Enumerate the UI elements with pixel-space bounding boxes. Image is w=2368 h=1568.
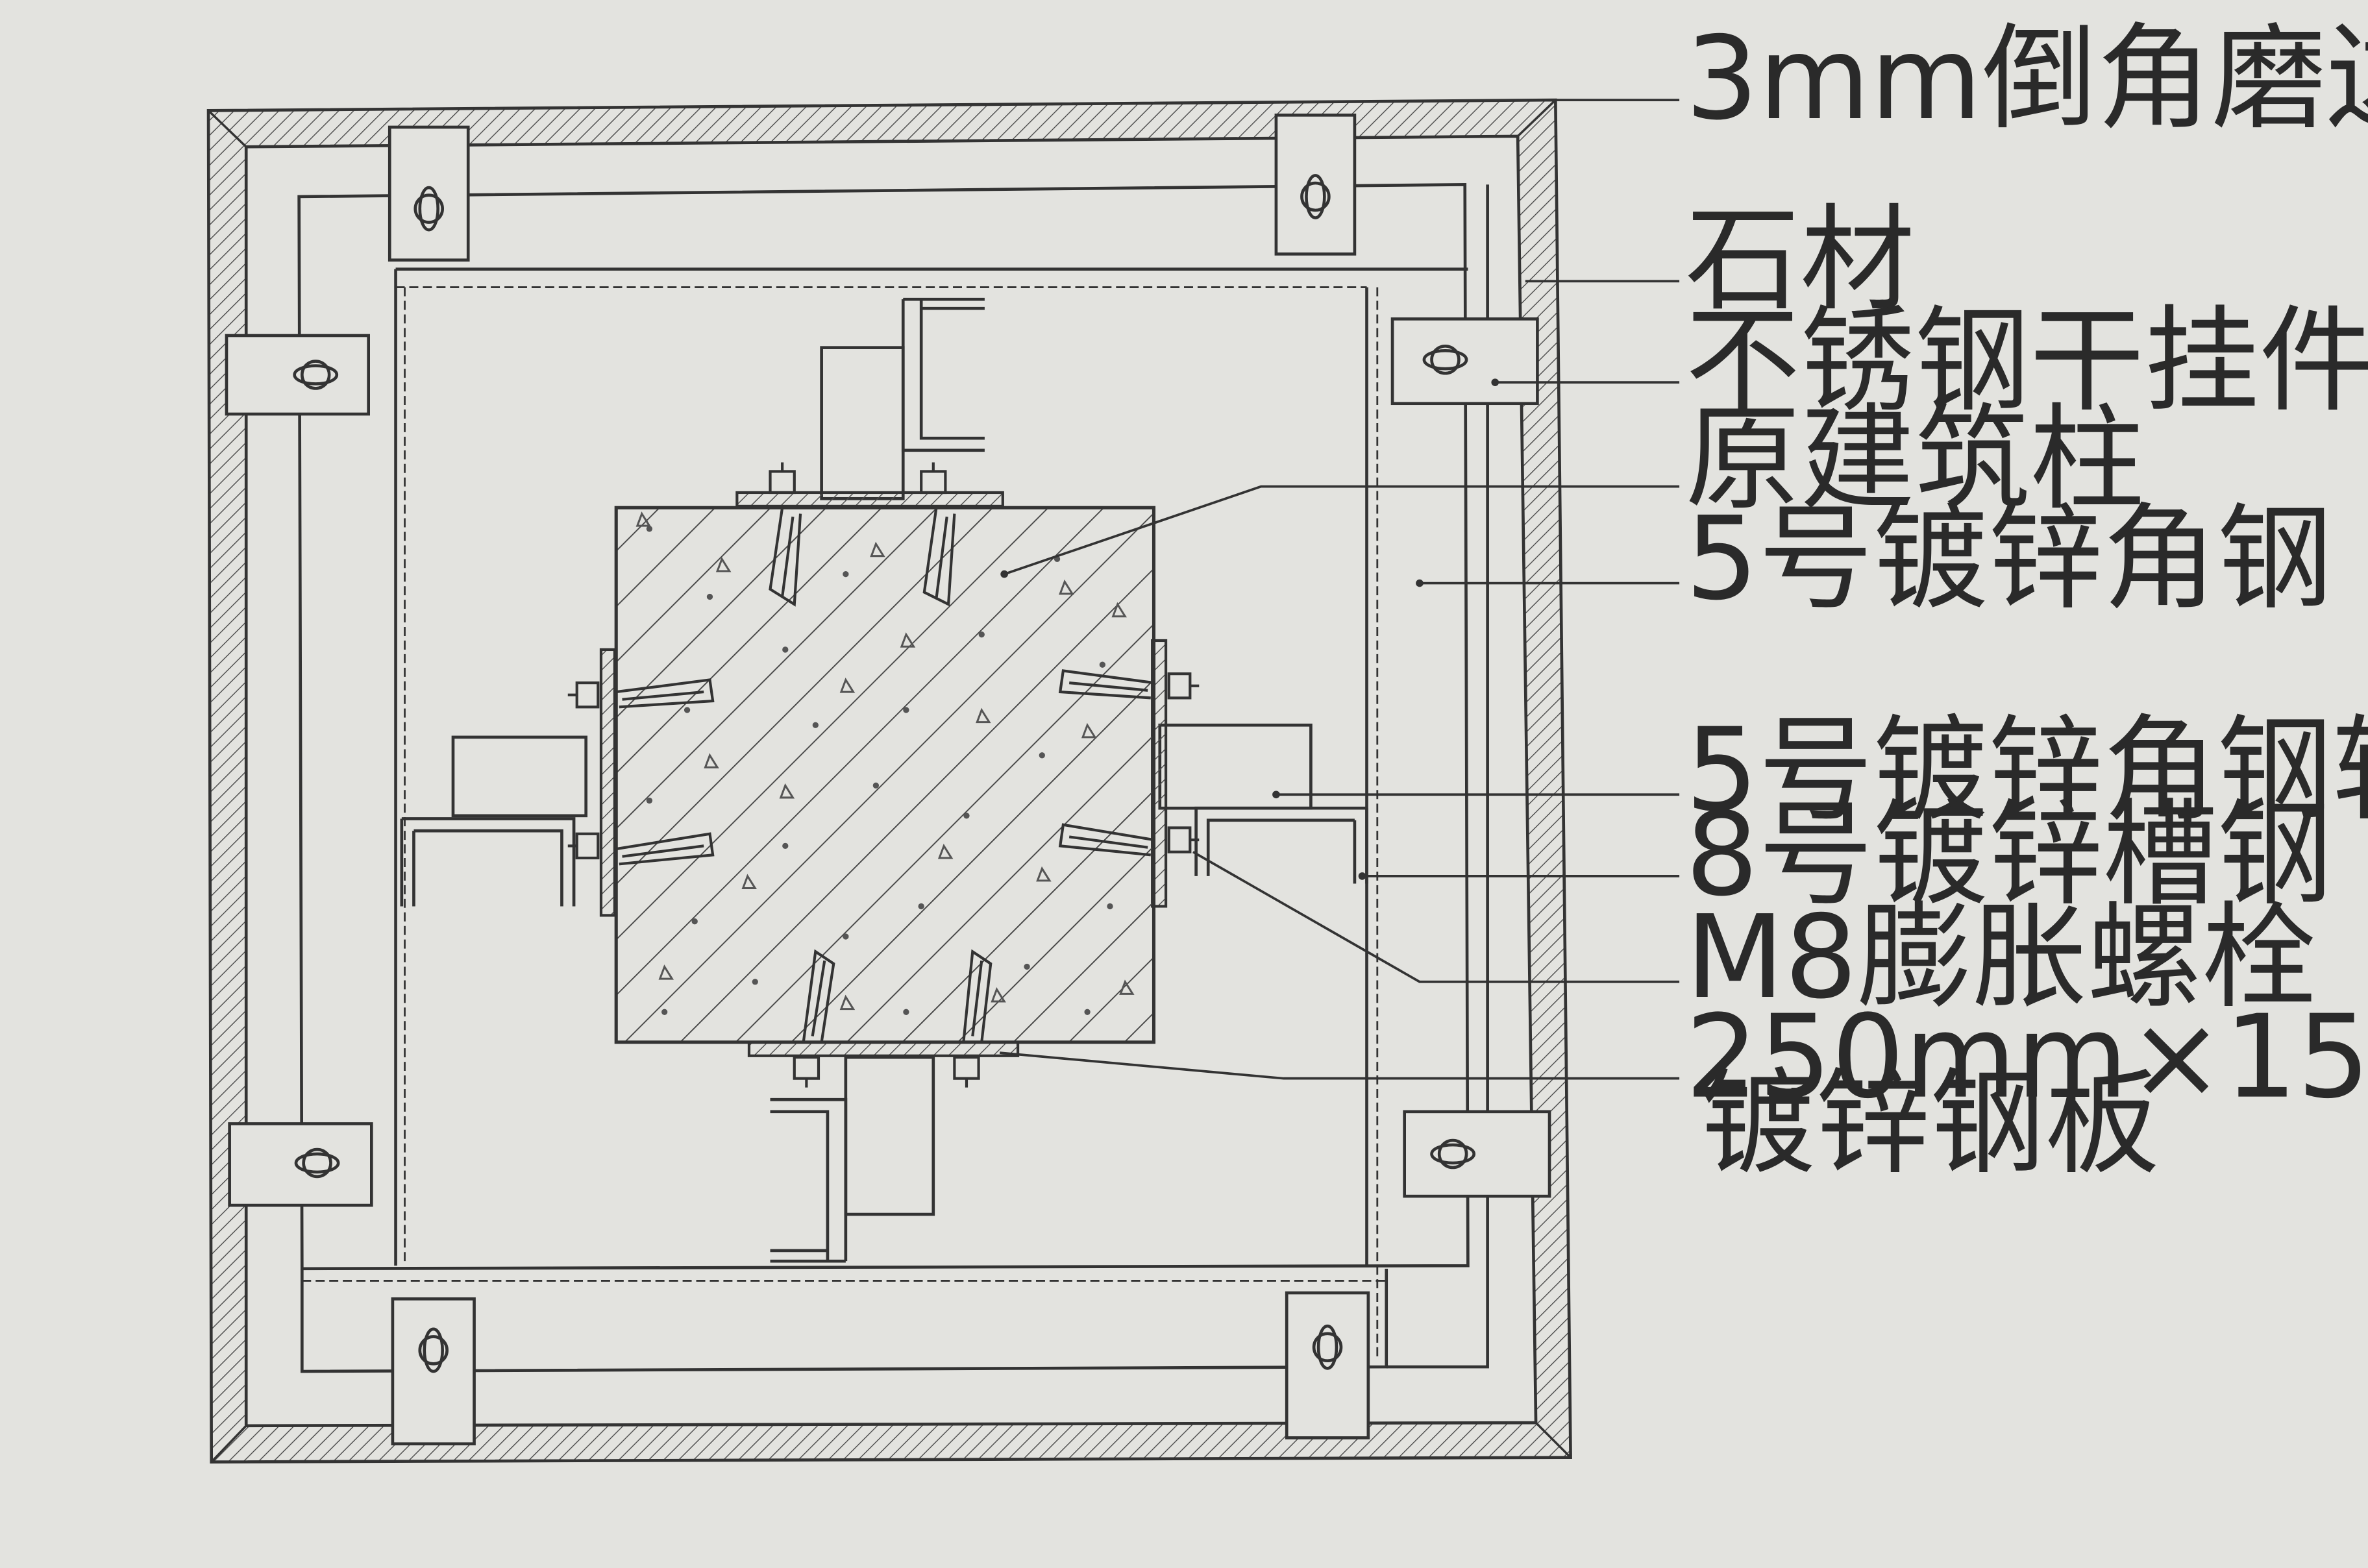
hanger-right-upper (1390, 317, 1539, 406)
leader-dots (1000, 378, 1499, 880)
hanger-bottom-right (1285, 1291, 1370, 1439)
annotation-labels: 3mm倒角磨边 石材 不锈钢干挂件 原建筑柱 5号镀锌角钢 5号镀锌角钢转接件 … (1685, 12, 2368, 1190)
label-channel-steel: 8号镀锌槽钢 (1685, 788, 2332, 922)
label-chamfer: 3mm倒角磨边 (1685, 12, 2368, 145)
label-expansion-bolt: M8膨胀螺栓 (1685, 890, 2316, 1024)
label-stainless-hanger: 不锈钢干挂件 (1685, 294, 2368, 428)
label-stone: 石材 (1685, 193, 1915, 326)
hanger-top-right (1274, 114, 1357, 256)
stainless-hangers (225, 114, 1551, 1446)
label-plate-name: 镀锌钢板 (1701, 1057, 2160, 1190)
label-original-column: 原建筑柱 (1685, 392, 2144, 526)
hanger-right-lower (1403, 1110, 1551, 1198)
hanger-bottom-left (391, 1297, 476, 1446)
label-plate-size: 250mm×150mm×8mm (1685, 990, 2368, 1124)
stone-cladding (206, 98, 1572, 1464)
steel-plates (599, 491, 1168, 1057)
hanger-top-left (388, 125, 470, 262)
original-column (614, 506, 1156, 1044)
label-angle-steel: 5号镀锌角钢 (1685, 492, 2332, 626)
hanger-left-upper (225, 334, 370, 416)
leader-lines (999, 99, 1680, 1080)
angle-steel-frame (297, 183, 1489, 1373)
label-angle-adapter: 5号镀锌角钢转接件 (1685, 704, 2368, 837)
hanger-left-lower (228, 1122, 373, 1207)
expansion-bolts (567, 462, 1200, 1088)
